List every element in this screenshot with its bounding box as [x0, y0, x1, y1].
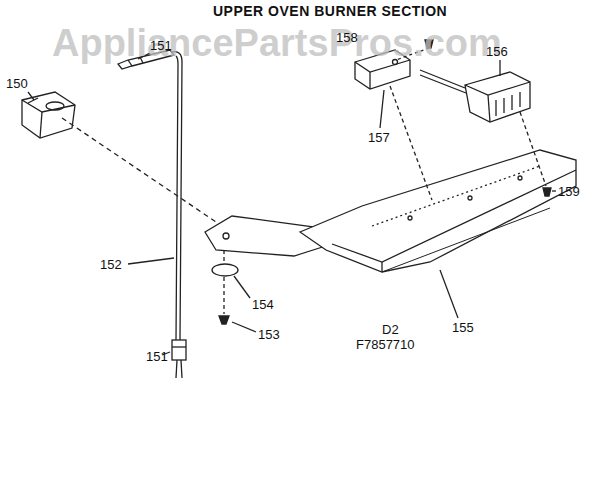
callout-number: 154 [252, 297, 274, 312]
part-number: F7857710 [356, 337, 415, 352]
callout-number: 150 [6, 76, 28, 91]
callout-number: 151 [146, 349, 168, 364]
callout-number: 158 [336, 30, 358, 45]
watermark: AppliancePartsPros.com [52, 22, 502, 64]
callout-number: 157 [368, 130, 390, 145]
callout-number: 151 [150, 38, 172, 53]
callout-number: 153 [258, 327, 280, 342]
callout-number: 155 [452, 320, 474, 335]
callout-number: 152 [100, 257, 122, 272]
diagram-title: UPPER OVEN BURNER SECTION [213, 4, 447, 19]
callout-number: 156 [486, 44, 508, 59]
callout-number: 159 [558, 184, 580, 199]
diagram-code: D2 [382, 322, 399, 337]
